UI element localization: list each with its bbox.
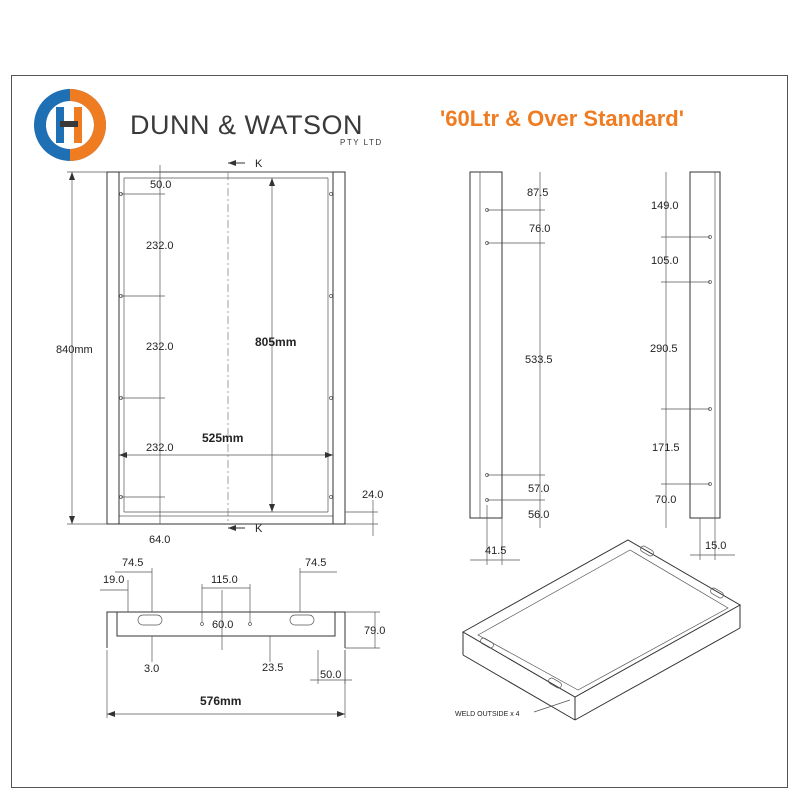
right-side-dim-3: 290.5 bbox=[650, 343, 678, 355]
front-view: K K 50.0 232.0 232.0 232.0 64.0 840mm bbox=[56, 158, 383, 546]
edge-dim: 19.0 bbox=[103, 574, 124, 586]
drawing-frame bbox=[11, 75, 788, 788]
hole-dim-4: 232.0 bbox=[146, 442, 174, 454]
right-side-dim-2: 105.0 bbox=[651, 255, 679, 267]
hole-dim-2: 232.0 bbox=[146, 240, 174, 252]
side-offset-dim: 24.0 bbox=[362, 489, 383, 501]
company-suffix: PTY LTD bbox=[340, 138, 383, 147]
weld-note: WELD OUTSIDE x 4 bbox=[455, 711, 520, 718]
left-side-dim-2: 76.0 bbox=[529, 223, 550, 235]
hole-offset-dim: 60.0 bbox=[212, 619, 233, 631]
hole-from-bottom-dim: 23.5 bbox=[262, 662, 283, 674]
hole-dim-1: 50.0 bbox=[150, 179, 171, 191]
height-805-label: 805mm bbox=[255, 335, 296, 349]
drawing-title: '60Ltr & Over Standard' bbox=[440, 106, 684, 131]
company-logo bbox=[34, 89, 106, 161]
hole-spacing-dim: 115.0 bbox=[211, 574, 238, 586]
height-840-label: 840mm bbox=[56, 344, 93, 356]
left-side-width: 41.5 bbox=[485, 545, 506, 557]
company-name: DUNN & WATSON bbox=[130, 110, 363, 140]
left-side-dim-1: 87.5 bbox=[527, 187, 548, 199]
right-side-width: 15.0 bbox=[705, 540, 726, 552]
side-view-right: 149.0 105.0 290.5 171.5 70.0 15.0 bbox=[650, 171, 735, 560]
hole-dim-3: 232.0 bbox=[146, 341, 174, 353]
left-slot-dim: 74.5 bbox=[122, 557, 143, 569]
side-view-left: 87.5 76.0 533.5 57.0 56.0 41.5 bbox=[469, 171, 553, 565]
iso-view: WELD OUTSIDE x 4 bbox=[455, 539, 742, 721]
left-side-dim-3: 533.5 bbox=[525, 354, 553, 366]
left-side-dim-4: 57.0 bbox=[528, 483, 549, 495]
bottom-offset-dim: 64.0 bbox=[149, 534, 170, 546]
right-side-dim-5: 70.0 bbox=[655, 494, 676, 506]
left-side-dim-5: 56.0 bbox=[528, 509, 549, 521]
right-side-dim-1: 149.0 bbox=[651, 200, 679, 212]
right-edge-dim: 50.0 bbox=[320, 669, 341, 681]
bottom-view: 19.0 74.5 74.5 115.0 60.0 79.0 3.0 23.5 … bbox=[100, 557, 385, 718]
width-525-label: 525mm bbox=[202, 431, 243, 445]
section-marker-bottom: K bbox=[255, 523, 263, 535]
height-79-dim: 79.0 bbox=[364, 625, 385, 637]
section-marker-top: K bbox=[255, 158, 263, 170]
overall-width-label: 576mm bbox=[200, 694, 241, 708]
right-side-dim-4: 171.5 bbox=[652, 442, 680, 454]
lip-dim: 3.0 bbox=[144, 663, 159, 675]
right-slot-dim: 74.5 bbox=[305, 557, 326, 569]
